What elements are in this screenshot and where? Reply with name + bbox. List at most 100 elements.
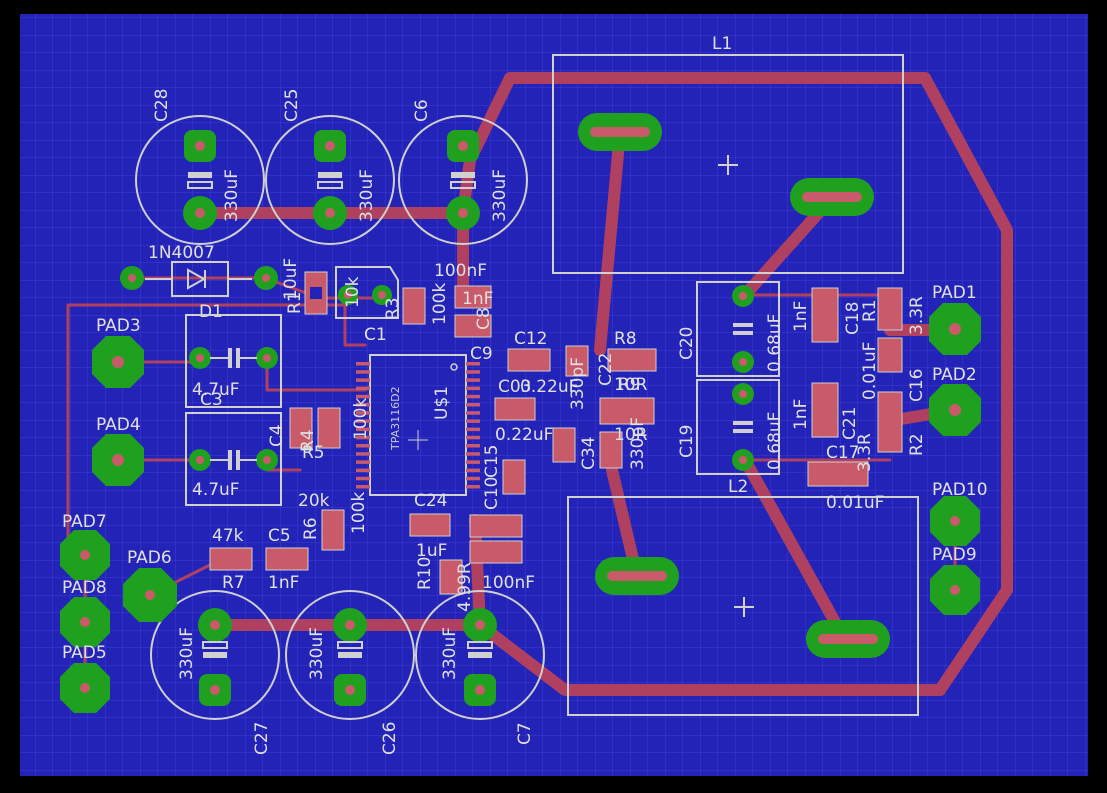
c11-value: 100nF <box>482 573 535 593</box>
pad10: PAD10 <box>930 480 988 546</box>
c12-ref: C12 <box>514 329 548 349</box>
r3-ref: R3 <box>383 297 403 320</box>
c6-value: 330uF <box>490 169 510 222</box>
c16-ref: C16 <box>907 368 927 402</box>
c330p-value: 330pF <box>628 417 648 470</box>
ic-pin <box>466 485 480 489</box>
r10-value: 4.99R <box>455 562 475 612</box>
inductor-l1: L1 <box>552 34 904 274</box>
r9-value: 10R <box>614 425 648 445</box>
pad3: PAD3 <box>92 316 144 388</box>
cap-c7: 330uF C7 <box>415 590 545 745</box>
smd-parts <box>209 271 903 595</box>
inductor-l2: L2 <box>567 477 919 716</box>
ic-ref: U$1 <box>432 386 452 420</box>
r6-value: 100k <box>349 492 369 534</box>
c03-ref: C03 <box>498 377 532 397</box>
diode-ref: D1 <box>199 302 223 322</box>
c22-value: 330pF <box>568 357 588 410</box>
cap-c27: 330uF C27 <box>150 590 280 755</box>
ic-pin <box>466 394 480 399</box>
r10-ref: R10 <box>415 557 435 590</box>
cap-c3: 4.7uF C3 <box>185 314 282 410</box>
r5-ref: R5 <box>302 443 325 463</box>
c17-value: 0.01uF <box>826 493 884 513</box>
c22-ref: C22 <box>596 352 616 386</box>
ic-part: TPA3116D2 <box>389 386 402 451</box>
ic-pin <box>466 435 480 440</box>
ic-pin <box>466 452 480 456</box>
c24-value: 1uF <box>416 541 447 561</box>
ic-pin <box>356 419 370 423</box>
r3-value: 100k <box>430 283 450 325</box>
small-labels: R1 10k R3 100k 100nF 1nF C8 C9 C12 C22 3… <box>212 261 927 612</box>
c24-ref: C24 <box>414 491 448 511</box>
c18-value: 1nF <box>791 301 811 332</box>
cap-c26: 330uF C26 <box>285 590 415 755</box>
ic-pin <box>466 386 480 391</box>
ic-pin <box>466 378 480 382</box>
l1-label: L1 <box>712 34 732 54</box>
c25-value: 330uF <box>357 169 377 222</box>
pad10-label: PAD10 <box>932 480 988 500</box>
ic-pin <box>356 485 370 489</box>
c21-value: 1nF <box>791 399 811 430</box>
r6-ref: R6 <box>301 517 321 540</box>
pad8: PAD8 <box>60 578 110 647</box>
r8-value: 10R <box>614 375 648 395</box>
r8-ref: R8 <box>614 329 637 349</box>
cap-c25: C25 330uF <box>265 88 395 245</box>
ic-pin <box>356 435 370 440</box>
ic-pin <box>356 386 370 391</box>
c03-value: 0.22uF <box>520 377 578 397</box>
l2-label: L2 <box>728 477 748 497</box>
r2-ref: R2 <box>907 433 927 456</box>
pad1: PAD1 <box>929 283 981 355</box>
c19-ref: C19 <box>677 424 697 458</box>
c17-ref: C17 <box>826 443 860 463</box>
r11-ref: R1 <box>860 299 880 322</box>
c6-ref: C6 <box>412 99 432 122</box>
diode-value: 1N4007 <box>148 243 215 263</box>
c26-ref: C26 <box>380 721 400 755</box>
c20-value: 0.68uF <box>765 314 785 372</box>
ic-pin <box>356 468 370 473</box>
c4-ref: C4 <box>267 424 287 447</box>
ic-pin <box>466 476 480 481</box>
pad1-label: PAD1 <box>932 283 977 303</box>
pad2: PAD2 <box>929 365 981 436</box>
cap-c4: 4.7uF C4 <box>185 412 287 506</box>
ic-pin <box>356 427 370 432</box>
cap-c1: C1 10uF <box>281 258 399 345</box>
c18-ref: C18 <box>843 301 863 335</box>
ic-pin <box>356 362 370 366</box>
r7-ref: R7 <box>222 573 245 593</box>
ic-pin <box>466 362 480 366</box>
r2-value: 3.3R <box>855 433 875 472</box>
c5-ref: C5 <box>268 526 291 546</box>
c1-value: 10uF <box>281 258 301 300</box>
pad9: PAD9 <box>930 545 980 615</box>
c3-ref: C3 <box>200 390 223 410</box>
c28-ref: C28 <box>152 88 172 122</box>
r7-value: 47k <box>212 526 244 546</box>
pad8-label: PAD8 <box>62 578 107 598</box>
pad5: PAD5 <box>60 643 110 713</box>
c19-value: 0.68uF <box>765 412 785 470</box>
cap-c20: C20 0.68uF <box>677 281 785 377</box>
r11-value: 3.3R <box>907 296 927 335</box>
c8-ref: C8 <box>474 307 494 330</box>
ic-pin <box>356 411 370 415</box>
ic-pin <box>466 427 480 432</box>
c4-value: 4.7uF <box>192 480 240 500</box>
ic-pin <box>356 370 370 374</box>
c16-value: 0.01uF <box>860 342 880 400</box>
ic-pin <box>356 476 370 481</box>
r1-value: 10k <box>343 276 363 308</box>
c28-value: 330uF <box>222 169 242 222</box>
c27-ref: C27 <box>252 721 272 755</box>
connector-pads: PAD3 PAD4 PAD7 PAD8 PAD5 PAD6 <box>60 283 988 713</box>
c25-ref: C25 <box>282 88 302 122</box>
cap-c19: C19 0.68uF <box>677 379 785 475</box>
c20-ref: C20 <box>677 326 697 360</box>
